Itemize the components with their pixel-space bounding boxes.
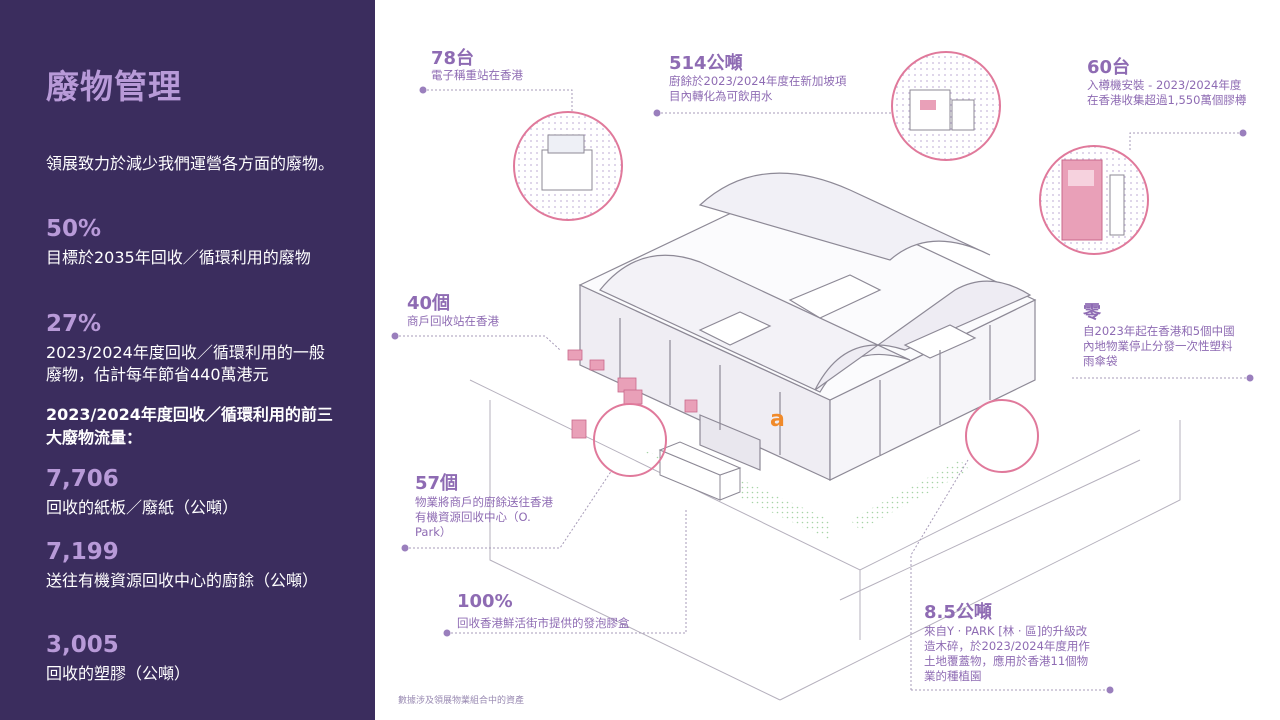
stream-desc-plastic: 回收的塑膠（公噸） xyxy=(46,664,191,683)
callout-wood-chips-value: 8.5公噸 xyxy=(924,602,992,623)
callout-tenant-station-value: 40個 xyxy=(407,293,451,314)
stat-value-general-waste: 27% xyxy=(46,311,102,337)
callout-rvm-value: 60台 xyxy=(1087,57,1131,78)
stat-value-target: 50% xyxy=(46,216,102,242)
sidebar-panel: 廢物管理 領展致力於減少我們運營各方面的廢物。 50% 目標於2035年回收／循… xyxy=(0,0,375,720)
callout-rvm-text: 入樽機安裝 - 2023/2024年度在香港收集超過1,550萬個膠樽 xyxy=(1087,78,1247,107)
stat-desc-target: 目標於2035年回收／循環利用的廢物 xyxy=(46,248,311,267)
callout-food-water-value: 514公噸 xyxy=(669,53,743,74)
callout-umbrella-value: 零 xyxy=(1083,302,1101,323)
mall-building xyxy=(578,172,1037,481)
landscape-area-right xyxy=(850,460,970,530)
stream-desc-paper: 回收的紙板／廢紙（公噸） xyxy=(46,498,239,517)
leader-lines xyxy=(395,89,1250,691)
bin-worker-circle xyxy=(593,403,667,477)
wood-chips-circle xyxy=(965,399,1039,473)
page-title: 廢物管理 xyxy=(46,67,182,106)
stream-value-plastic: 3,005 xyxy=(46,632,119,658)
stat-desc-general-waste: 2023/2024年度回收／循環利用的一般廢物，估計每年節省440萬港元 xyxy=(46,343,325,384)
callout-foam-box-value: 100% xyxy=(457,591,513,612)
callout-opark-text: 物業將商戶的廚餘送往香港有機資源回收中心（O. Park） xyxy=(415,495,553,539)
section-heading: 2023/2024年度回收／循環利用的前三大廢物流量： xyxy=(46,405,333,447)
callout-weighing-value: 78台 xyxy=(431,48,475,69)
ground-lines xyxy=(469,379,1181,701)
recycling-bins xyxy=(567,349,698,439)
link-logo-icon: a xyxy=(770,407,785,432)
leader-dots xyxy=(391,86,1254,694)
callout-wood-chips-text: 來自Y · PARK [林 · 區]的升級改造木碎，於2023/2024年度用作… xyxy=(924,624,1090,683)
stream-value-paper: 7,706 xyxy=(46,466,119,492)
footnote: 數據涉及領展物業組合中的資產 xyxy=(398,696,525,706)
garbage-truck xyxy=(658,441,742,501)
stream-desc-food: 送往有機資源回收中心的廚餘（公噸） xyxy=(46,571,319,590)
callout-weighing-text: 電子稱重站在香港 xyxy=(431,68,523,82)
stream-value-food: 7,199 xyxy=(46,539,119,565)
weighing-station-circle xyxy=(513,111,623,221)
mall-isometric-illustration: a xyxy=(391,51,1254,701)
callout-tenant-station-text: 商戶回收站在香港 xyxy=(407,314,499,328)
reverse-vending-circle xyxy=(1039,145,1149,255)
intro-text: 領展致力於減少我們運營各方面的廢物。 xyxy=(46,154,335,173)
callout-opark-value: 57個 xyxy=(415,473,459,494)
callout-foam-box-text: 回收香港鮮活街市提供的發泡膠盒 xyxy=(457,616,630,630)
food-waste-machine-circle xyxy=(891,51,1001,161)
callout-umbrella-text: 自2023年起在香港和5個中國內地物業停止分發一次性塑料雨傘袋 xyxy=(1083,324,1235,368)
callout-food-water-text: 廚餘於2023/2024年度在新加坡項目內轉化為可飲用水 xyxy=(669,74,847,103)
